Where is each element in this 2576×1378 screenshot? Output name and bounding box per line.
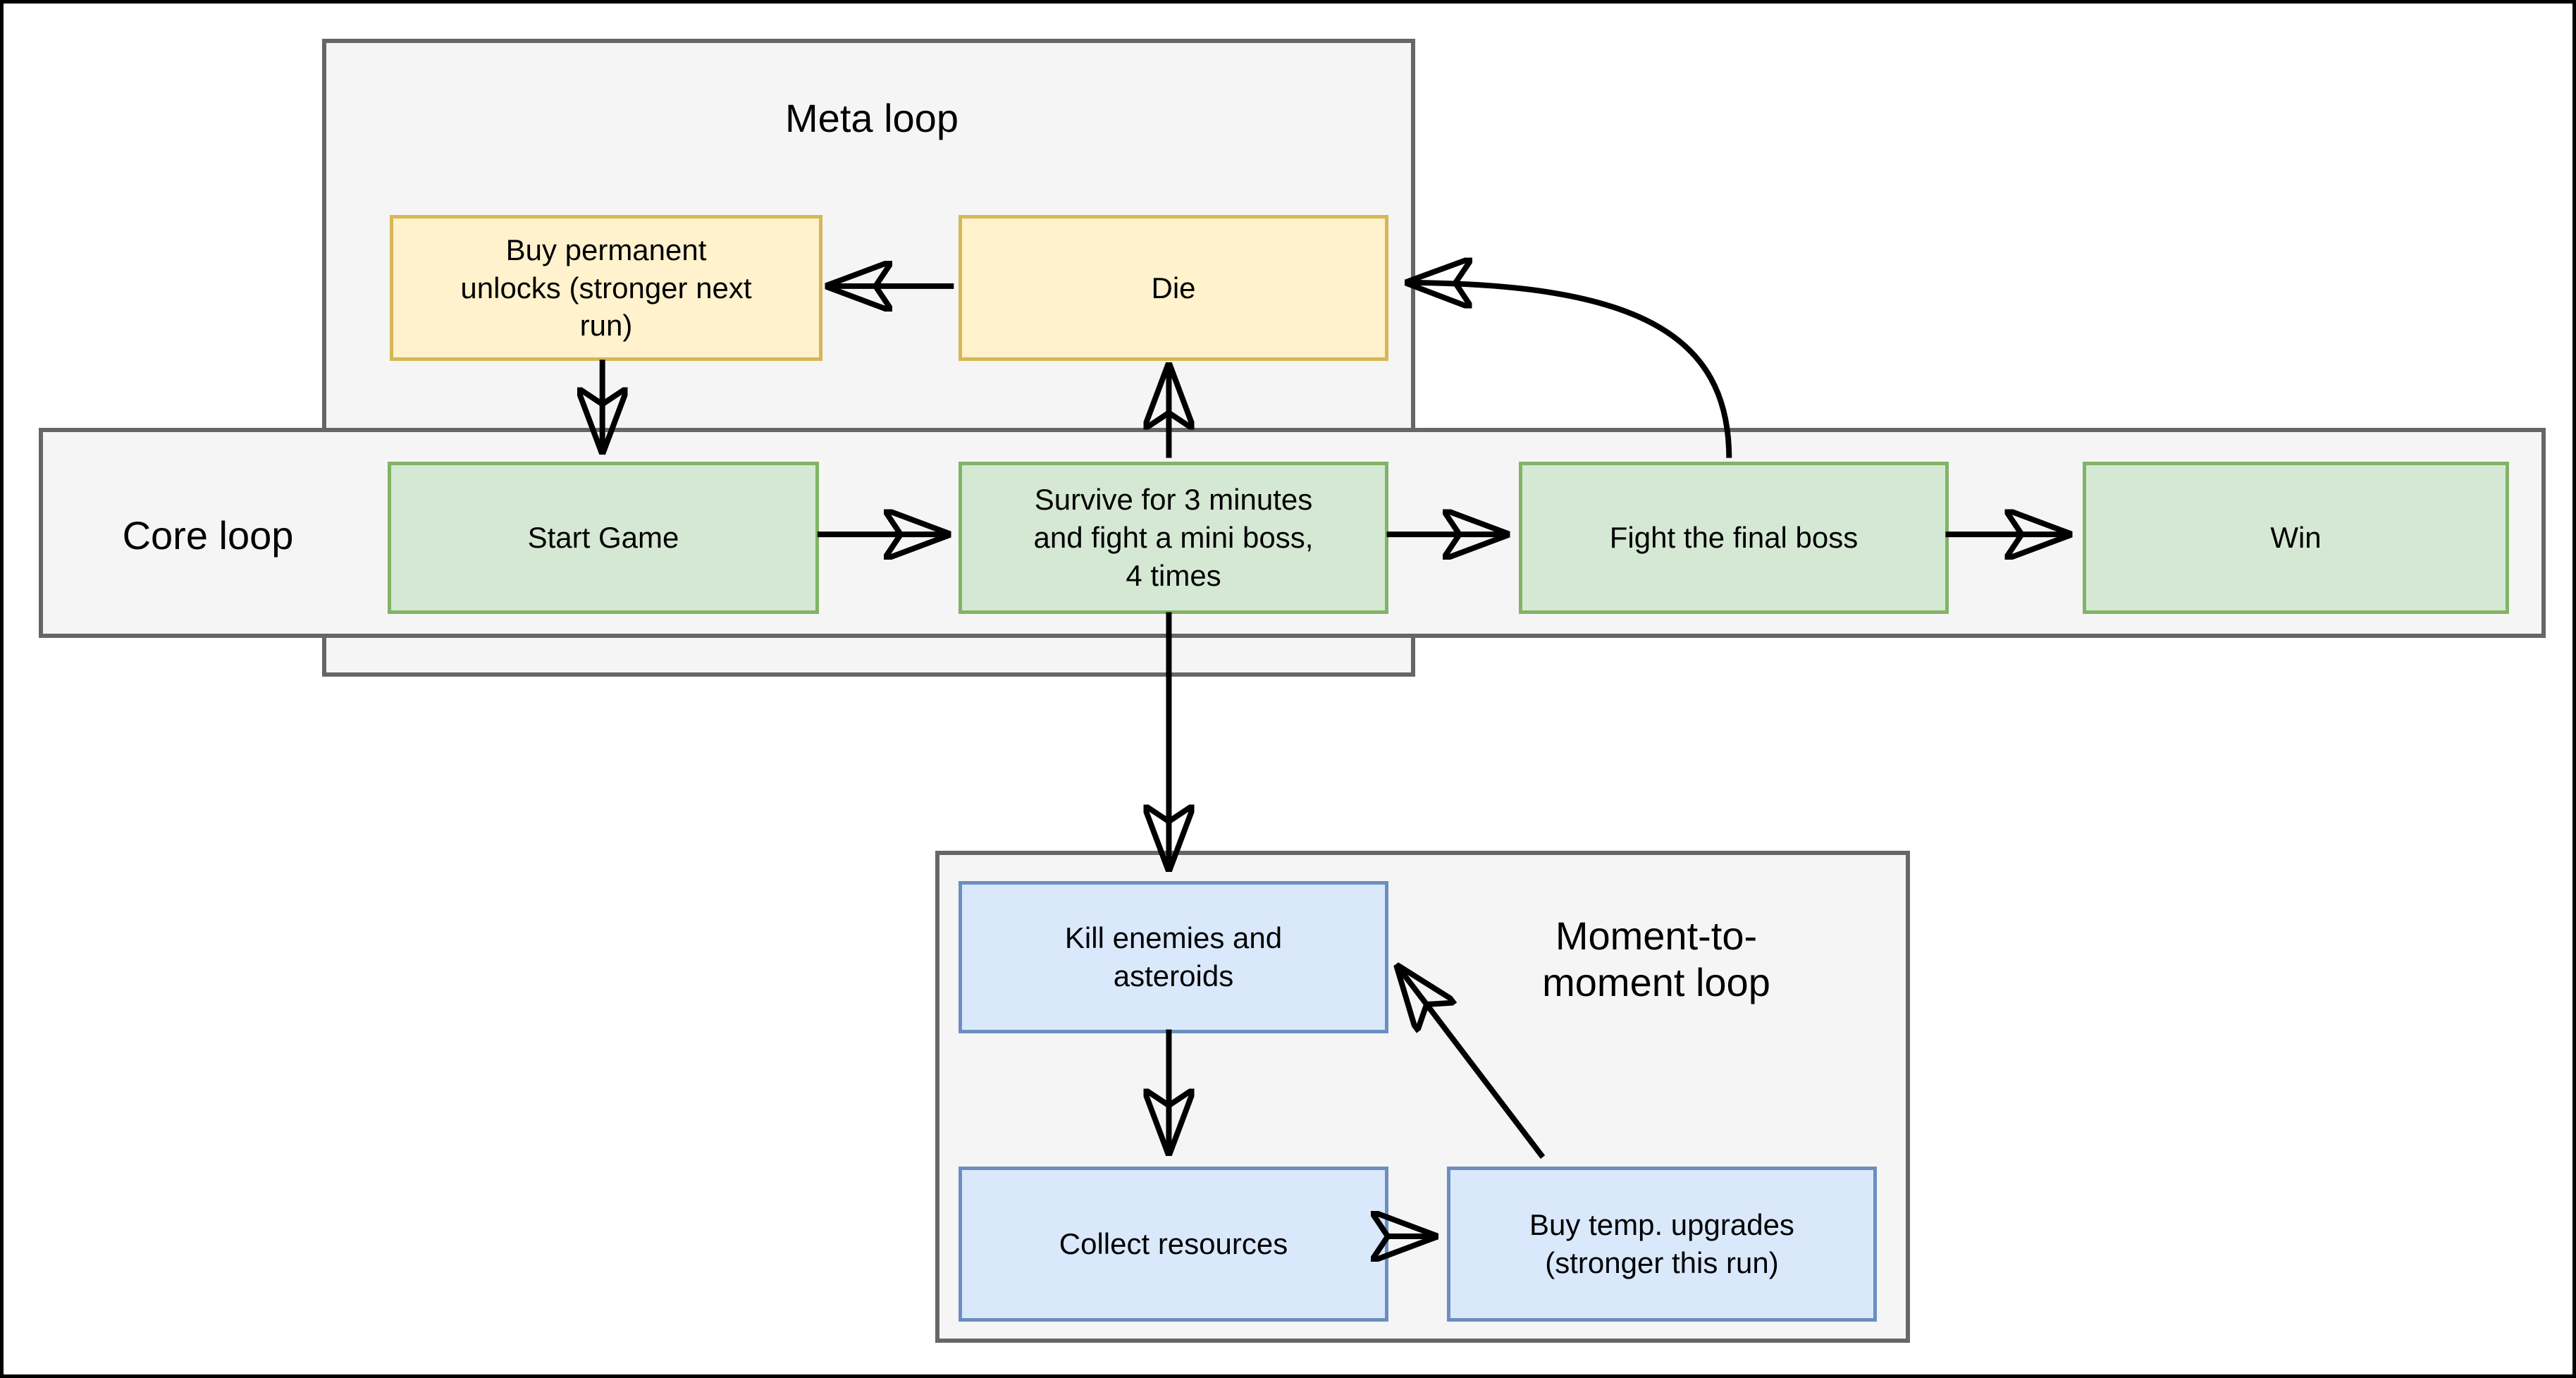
- node-survive[interactable]: Survive for 3 minutes and fight a mini b…: [959, 462, 1388, 614]
- node-buy-permanent-unlocks[interactable]: Buy permanent unlocks (stronger next run…: [390, 215, 822, 361]
- node-win[interactable]: Win: [2083, 462, 2509, 614]
- node-buy-temp-upgrades[interactable]: Buy temp. upgrades (stronger this run): [1447, 1167, 1877, 1322]
- container-label-meta-loop: Meta loop: [785, 96, 959, 140]
- container-label-core-loop: Core loop: [122, 513, 294, 558]
- node-label-buy-permanent-unlocks: Buy permanent unlocks (stronger next run…: [460, 233, 752, 343]
- node-label-survive: Survive for 3 minutes and fight a mini b…: [1033, 483, 1314, 592]
- node-label-kill-enemies: Kill enemies and asteroids: [1064, 921, 1283, 992]
- node-label-fight-final-boss: Fight the final boss: [1609, 521, 1859, 555]
- node-collect-resources[interactable]: Collect resources: [959, 1167, 1388, 1322]
- node-label-win: Win: [2270, 521, 2322, 555]
- node-kill-enemies[interactable]: Kill enemies and asteroids: [959, 881, 1388, 1033]
- node-start-game[interactable]: Start Game: [388, 462, 819, 614]
- node-label-buy-temp-upgrades: Buy temp. upgrades (stronger this run): [1529, 1208, 1794, 1279]
- node-label-start-game: Start Game: [527, 521, 679, 555]
- node-label-collect-resources: Collect resources: [1059, 1227, 1288, 1261]
- container-label-moment-loop: Moment-to- moment loop: [1542, 913, 1770, 1005]
- node-die[interactable]: Die: [959, 215, 1388, 361]
- node-fight-final-boss[interactable]: Fight the final boss: [1519, 462, 1949, 614]
- node-label-die: Die: [1151, 271, 1196, 304]
